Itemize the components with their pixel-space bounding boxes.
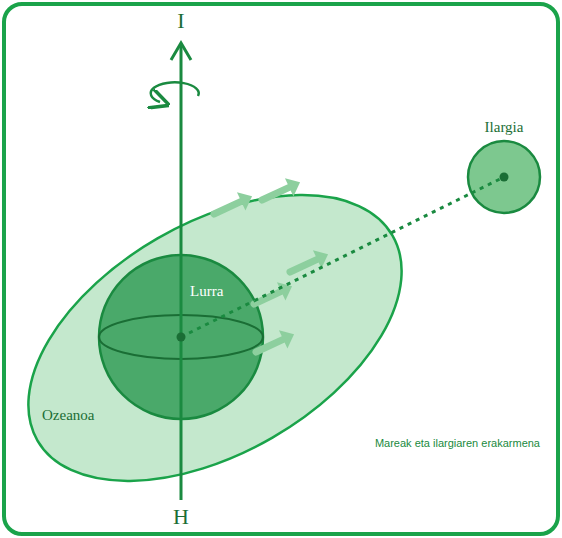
axis-label: I — [177, 8, 184, 34]
rotation-axis — [180, 44, 183, 500]
earth-sphere: Lurra — [98, 254, 264, 420]
axis-label: H — [173, 504, 189, 530]
ocean-outline — [0, 136, 450, 538]
axis-arrowhead — [171, 43, 191, 60]
moon-circle: Ilargia — [458, 116, 550, 216]
ocean-ellipse: Ozeanoa Lurra — [26, 192, 406, 484]
node-label: Ozeanoa — [42, 406, 94, 424]
moon-outline — [468, 141, 540, 213]
center-dot — [177, 333, 186, 342]
earth-outline — [99, 255, 263, 419]
rotation-arrow — [151, 82, 199, 102]
earth-sphere-shape — [98, 254, 264, 420]
earth-equator — [99, 315, 263, 359]
caption: Mareak eta ilargiaren erakarmena — [375, 437, 540, 450]
node-label: Lurra — [190, 282, 223, 300]
ocean-ellipse-shape — [26, 192, 406, 484]
center-dot — [500, 173, 509, 182]
node-label: Ilargia — [458, 118, 550, 136]
force-arrowhead — [285, 178, 300, 196]
